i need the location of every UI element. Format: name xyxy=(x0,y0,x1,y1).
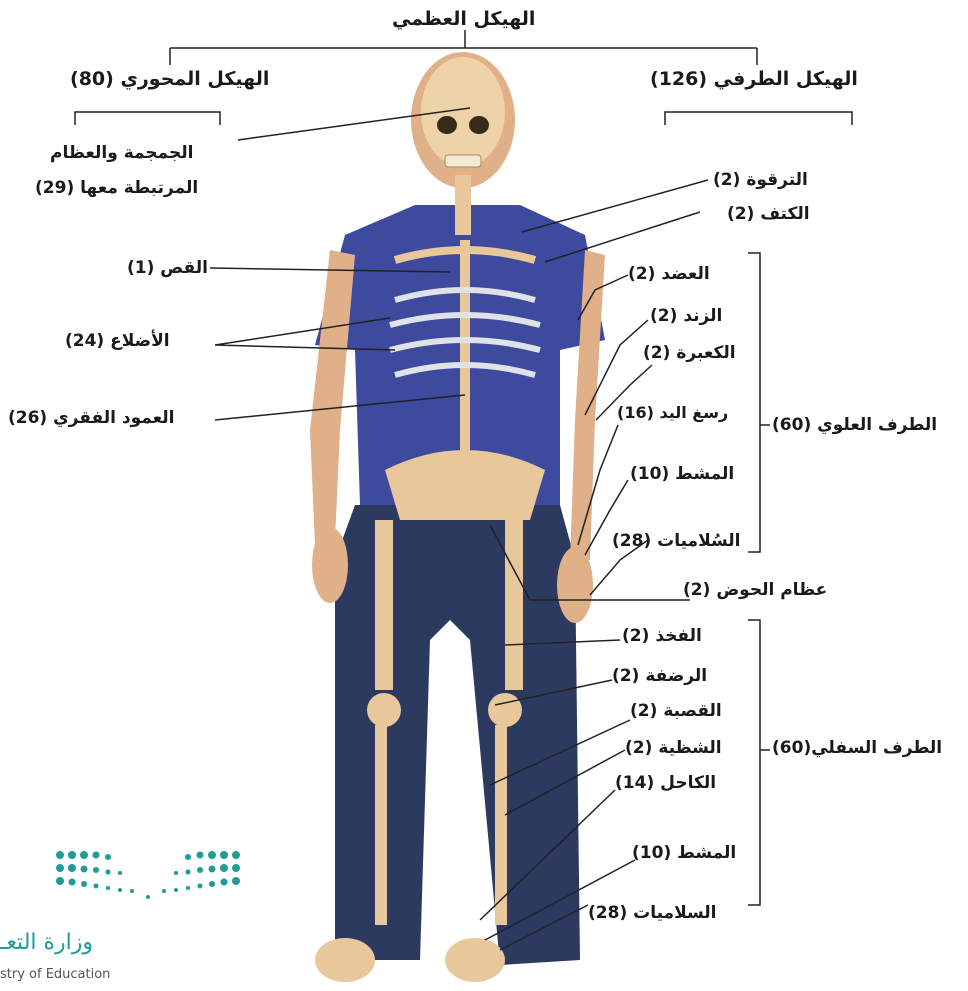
skull-count: (29) xyxy=(35,178,74,198)
sternum-label: (1) القص xyxy=(127,260,208,277)
hand-right xyxy=(312,527,348,603)
spine-bone xyxy=(460,240,470,470)
ministry-logo-icon xyxy=(56,851,240,899)
patella-right xyxy=(367,693,401,727)
appendicular-name: الهيكل الطرفي xyxy=(714,68,858,90)
skeleton-title: الهيكل العظمي xyxy=(392,10,535,29)
tarsals-label: الكاحل (14) xyxy=(615,775,716,792)
skull xyxy=(421,57,505,167)
axial-skeleton-label: الهيكل المحوري (80) xyxy=(70,70,269,89)
tibia-label: القصبة (2) xyxy=(630,703,722,720)
axial-name: الهيكل المحوري xyxy=(120,68,269,90)
pelvis-bone xyxy=(385,450,545,520)
ministry-logo-arabic: وزارة التعـ xyxy=(0,930,160,955)
foot-right xyxy=(315,938,375,982)
femur-left xyxy=(505,520,523,690)
phalanges-foot-label: السلاميات (28) xyxy=(588,905,717,922)
carpals-label: رسغ اليد (16) xyxy=(617,405,728,421)
appendicular-skeleton-label: الهيكل الطرفي (126) xyxy=(650,70,858,89)
lower-limb-label: الطرف السفلي(60) xyxy=(772,740,942,757)
scapula-label: الكتف (2) xyxy=(727,206,810,223)
patella-left xyxy=(488,693,522,727)
neck xyxy=(455,175,471,235)
ribs-label: (24) الأضلاع xyxy=(65,333,170,350)
clavicle-label: الترقوة (2) xyxy=(713,172,808,189)
ulna-label: الزند (2) xyxy=(650,308,722,325)
fibula-label: الشظية (2) xyxy=(625,740,722,757)
humerus-label: العضد (2) xyxy=(628,266,710,283)
radius-label: الكعبرة (2) xyxy=(643,345,736,362)
femur-right xyxy=(375,520,393,690)
ministry-logo-english: stry of Education xyxy=(0,967,110,982)
appendicular-count: (126) xyxy=(650,68,707,90)
teeth xyxy=(445,155,481,167)
tibia-right xyxy=(375,725,387,925)
pelvis-label: عظام الحوض (2) xyxy=(683,582,827,599)
eye-socket-left xyxy=(437,116,457,134)
spine-label: (26) العمود الفقري xyxy=(8,410,174,427)
upper-limb-label: الطرف العلوي (60) xyxy=(772,417,937,434)
patella-label: الرضفة (2) xyxy=(612,668,707,685)
hand-left xyxy=(557,547,593,623)
metatarsals-label: المشط (10) xyxy=(632,845,736,862)
eye-socket-right xyxy=(469,116,489,134)
axial-count: (80) xyxy=(70,68,114,90)
phalanges-hand-label: السُلاميات (28) xyxy=(612,533,741,550)
right-arm-skin xyxy=(310,250,355,545)
femur-label: الفخذ (2) xyxy=(622,628,702,645)
skull-label-line2: المرتبطة معها (29) xyxy=(35,180,198,197)
metacarpals-hand-label: المشط (10) xyxy=(630,466,734,483)
foot-left xyxy=(445,938,505,982)
skull-name-2: المرتبطة معها xyxy=(80,178,198,198)
skull-label-line1: الجمجمة والعظام xyxy=(50,145,194,162)
pants xyxy=(335,505,580,965)
